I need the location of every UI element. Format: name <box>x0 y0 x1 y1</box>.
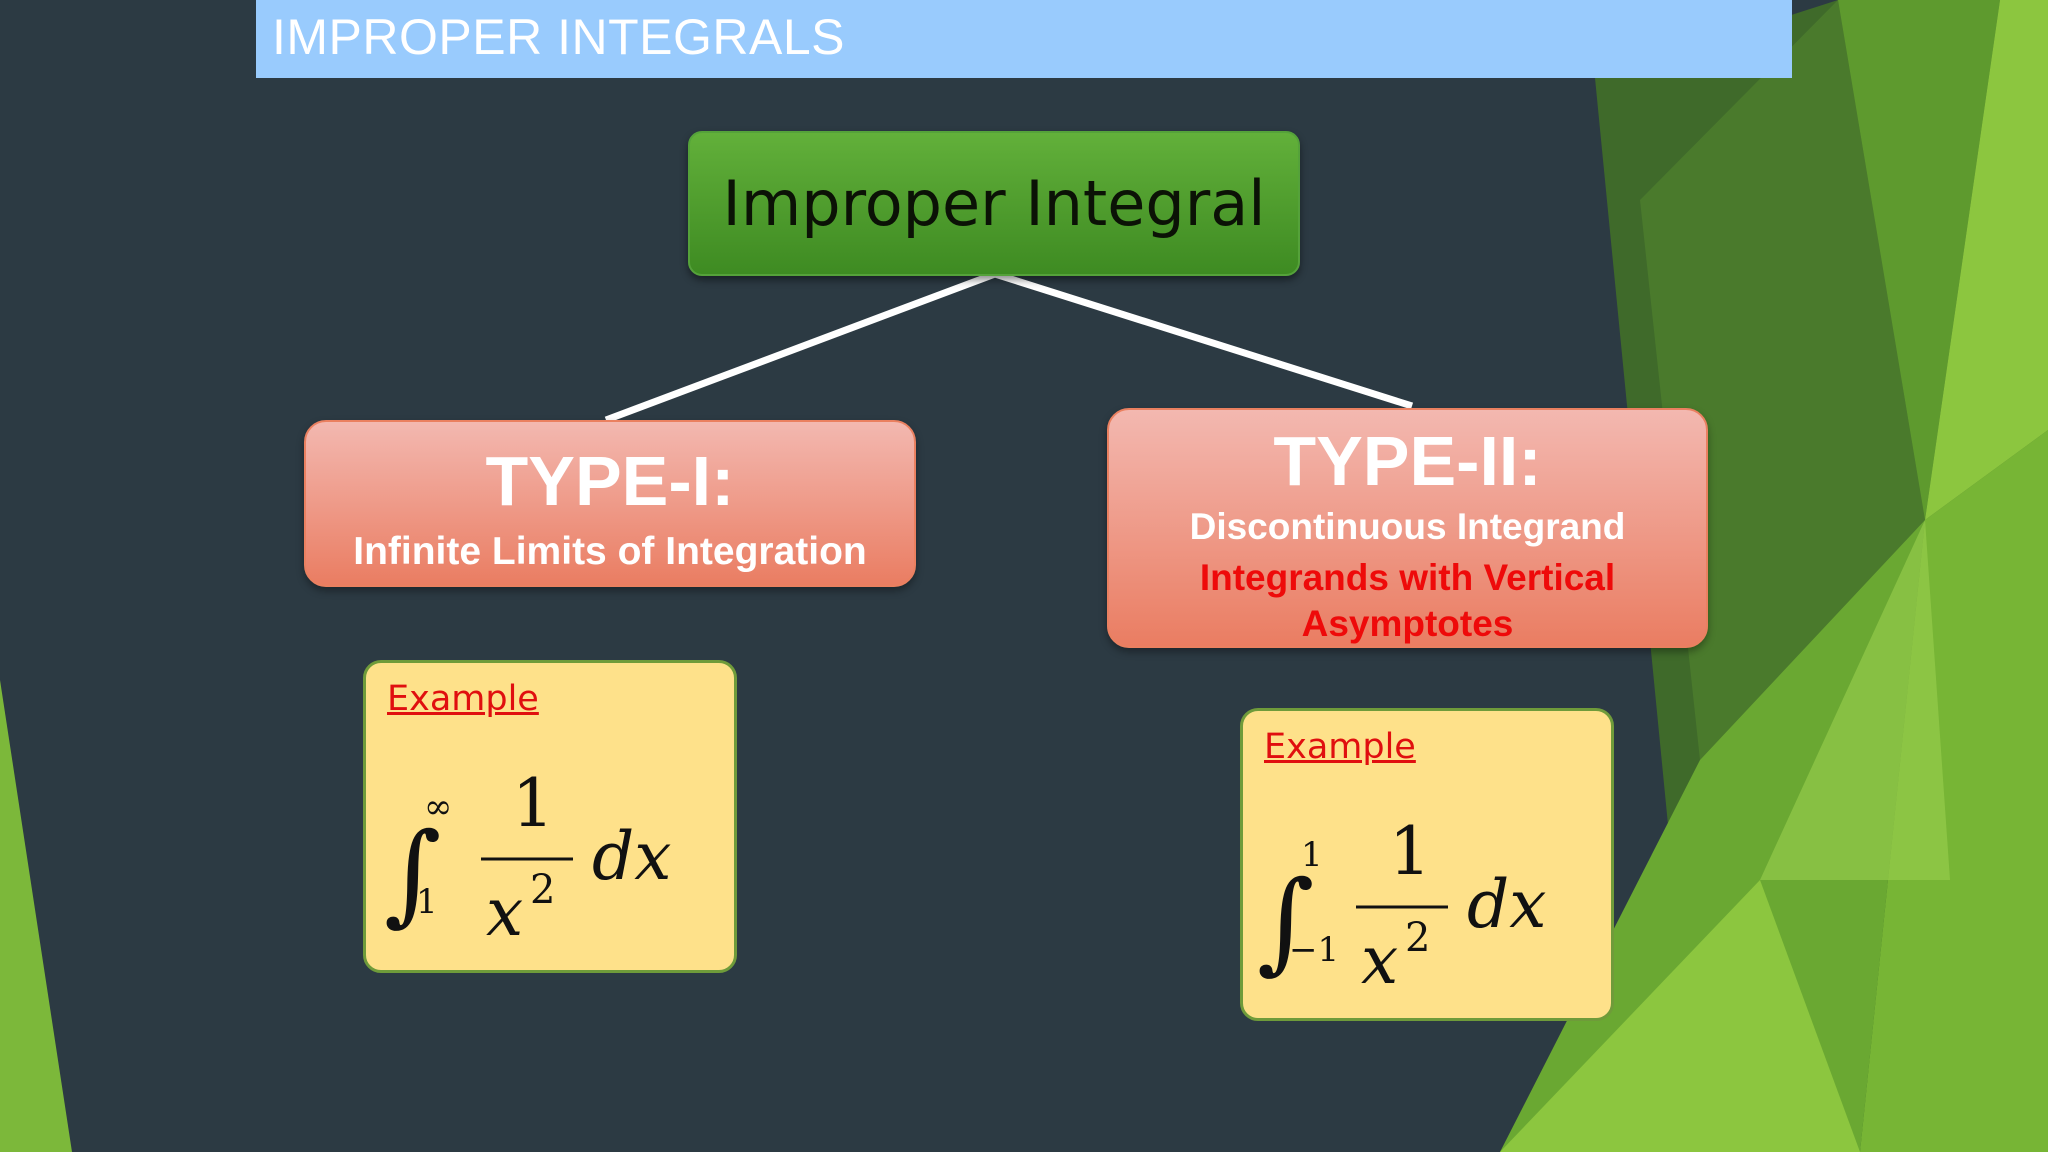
integral-sign: ∫ <box>1257 857 1314 985</box>
lower-limit: −1 <box>1289 930 1339 970</box>
connector-left <box>604 270 997 424</box>
type1-node: TYPE-I: Infinite Limits of Integration <box>304 420 916 587</box>
title-bar: IMPROPER INTEGRALS <box>256 0 1792 78</box>
type2-example-label: Example <box>1264 727 1416 767</box>
root-node-label: Improper Integral <box>722 167 1266 240</box>
type2-subtitle: Discontinuous Integrand <box>1189 506 1626 547</box>
upper-limit: 1 <box>1301 835 1323 875</box>
denominator-base: x <box>1361 922 1398 999</box>
bg-right-facet-2 <box>1640 0 1925 760</box>
bg-left-green-sliver <box>0 680 72 1152</box>
denominator-base: x <box>486 874 523 951</box>
type2-subtitle-red: Integrands with Vertical Asymptotes <box>1199 556 1616 644</box>
type2-formula: ∫ 1 −1 1 x 2 dx <box>1257 813 1546 999</box>
bg-right-facet-3 <box>1838 0 2000 520</box>
type1-heading: TYPE-I: <box>485 442 735 520</box>
type1-formula: ∫ ∞ 1 1 x 2 dx <box>384 765 671 951</box>
root-node: Improper Integral <box>688 131 1300 276</box>
lower-limit: 1 <box>416 882 438 922</box>
bg-right-facet-4 <box>1860 430 2048 1152</box>
bg-right-facet-7 <box>1500 880 1860 1152</box>
type1-example-label: Example <box>387 679 539 719</box>
connector-right <box>993 270 1414 410</box>
upper-limit: ∞ <box>424 787 452 827</box>
bg-right-facet-6 <box>1925 0 2048 520</box>
type1-example-box: Example ∫ ∞ 1 1 x 2 dx <box>363 660 737 973</box>
bg-right-facet-8 <box>1760 520 1950 880</box>
differential: dx <box>592 818 671 895</box>
integral-sign: ∫ <box>384 809 441 937</box>
type2-example-box: Example ∫ 1 −1 1 x 2 dx <box>1240 708 1614 1021</box>
numerator: 1 <box>512 765 554 842</box>
type2-heading: TYPE-II: <box>1273 422 1542 500</box>
differential: dx <box>1467 866 1546 943</box>
type2-node: TYPE-II: Discontinuous Integrand Integra… <box>1107 408 1708 648</box>
type1-subtitle: Infinite Limits of Integration <box>353 530 867 573</box>
denominator-exponent: 2 <box>1405 915 1430 961</box>
numerator: 1 <box>1389 813 1431 890</box>
slide-title: IMPROPER INTEGRALS <box>272 9 845 65</box>
denominator-exponent: 2 <box>530 867 555 913</box>
